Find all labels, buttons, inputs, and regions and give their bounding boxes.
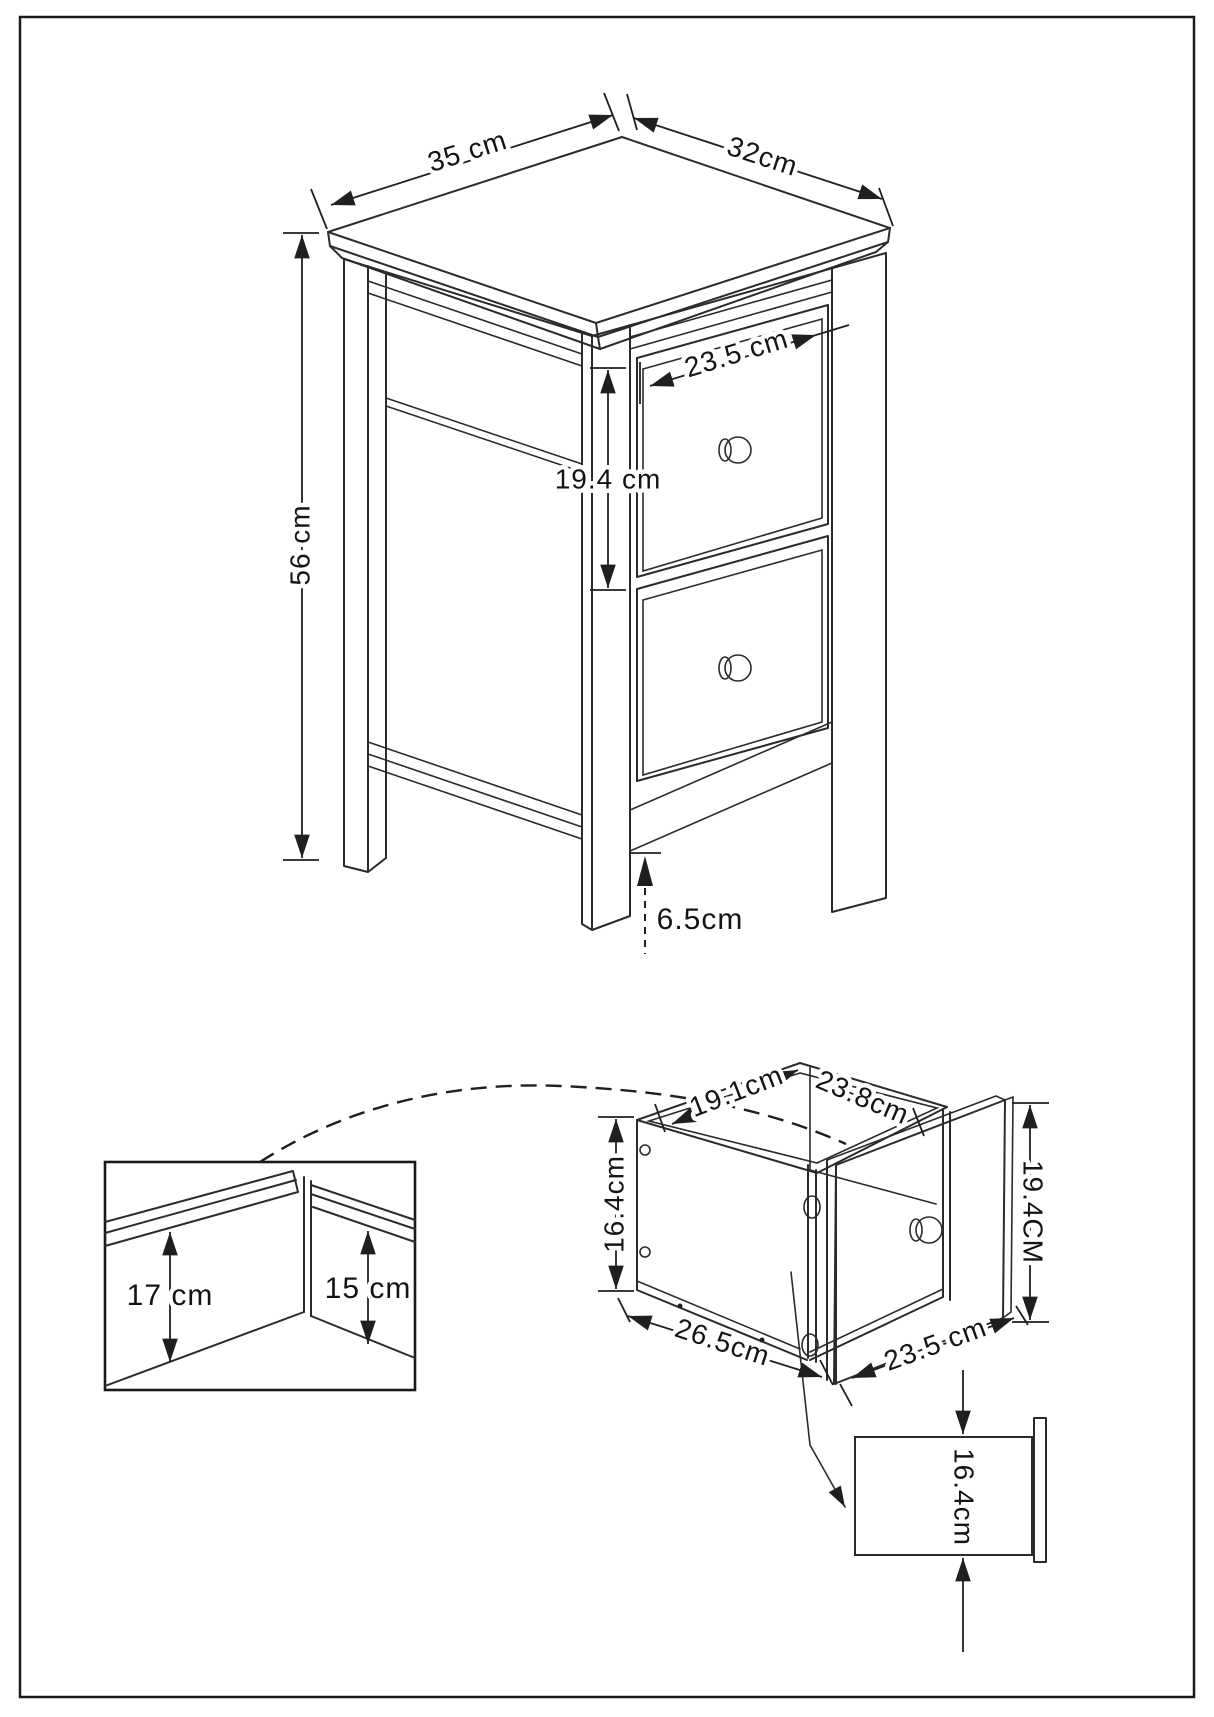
inset-frame	[103, 1160, 417, 1392]
drawer-knob	[724, 654, 752, 682]
dim-back-panel-height: 17 cm	[127, 1279, 214, 1312]
dim-drawer-front-width: 23.5 cm	[681, 323, 792, 384]
side-panel-detail: 16.4cm	[854, 1370, 1047, 1652]
drawer-assembly-view: 19.1cm 23.8cm 16.4cm 19.4CM 26.5cm 23.5 …	[594, 1055, 1053, 1508]
dim-overall-depth: 35 cm	[424, 124, 511, 178]
panel-edge-lip	[1033, 1417, 1047, 1563]
dim-drawer-inner-depth: 19.1cm	[685, 1059, 787, 1123]
panel-face	[854, 1436, 1033, 1556]
main-cabinet-view	[327, 136, 891, 931]
interior-detail-inset: 17 cm 15 cm	[103, 1160, 417, 1392]
dim-side-panel-height: 15 cm	[325, 1272, 412, 1305]
screw-hole	[639, 1246, 651, 1258]
dim-drawer-front-height: 19.4CM	[1018, 1160, 1049, 1264]
cam-hole	[803, 1195, 821, 1219]
pin-hole	[677, 1303, 683, 1309]
drawer-knob	[724, 436, 752, 464]
dim-overall-width: 32cm	[723, 130, 802, 182]
dim-overall-height: 56 cm	[284, 504, 315, 585]
page-border	[18, 15, 1196, 1699]
tabletop-face	[327, 136, 891, 324]
dim-side-panel-height: 16.4cm	[949, 1448, 980, 1546]
drawer-knob	[718, 438, 732, 462]
screw-hole	[639, 1144, 651, 1156]
drawer-knob	[915, 1216, 943, 1244]
dim-drawer-outer-depth: 26.5cm	[671, 1312, 774, 1372]
dim-drawer-inner-width: 23.8cm	[812, 1064, 914, 1131]
drawer-knob	[909, 1218, 923, 1242]
dim-drawer-front-height: 19.4 cm	[555, 463, 662, 494]
drawer-front-bottom	[636, 535, 829, 782]
drawer-knob	[718, 656, 732, 680]
dim-drawer-side-height: 16.4cm	[598, 1155, 629, 1253]
dim-floor-clearance: 6.5cm	[657, 903, 744, 936]
dim-drawer-front-width: 23.5 cm	[880, 1311, 991, 1377]
